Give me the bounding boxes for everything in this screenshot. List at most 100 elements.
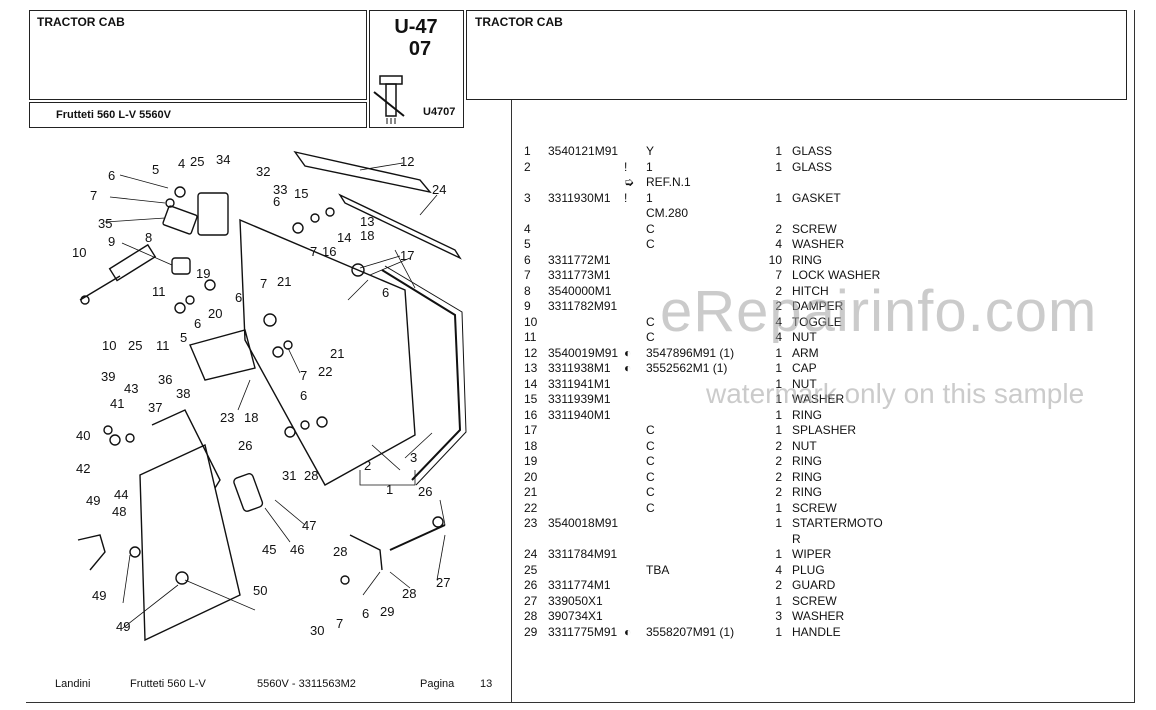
parts-cell-no: 28 xyxy=(524,609,538,623)
callout-7b: 7 xyxy=(310,244,317,259)
parts-cell-qty: 2 xyxy=(775,438,782,453)
parts-cell-desc: STARTERMOTO xyxy=(792,516,883,530)
callout-11b: 11 xyxy=(156,338,170,353)
parts-cell-pn: 339050X1 xyxy=(548,593,603,608)
parts-cell-rep: TBA xyxy=(646,562,670,577)
callout-5b: 5 xyxy=(180,330,187,345)
parts-cell-desc: WIPER xyxy=(792,547,832,561)
parts-cell-qty: 1 xyxy=(775,423,782,437)
callout-46: 46 xyxy=(290,542,304,557)
parts-cell-qty: 1 xyxy=(775,407,782,422)
parts-cell-qty: 1 xyxy=(775,624,782,639)
callout-40: 40 xyxy=(76,428,90,443)
callout-39: 39 xyxy=(101,369,115,384)
parts-cell-pn: 3311774M1 xyxy=(548,578,611,592)
parts-cell-no: 16 xyxy=(524,407,538,422)
parts-cell-qty: 4 xyxy=(775,330,782,344)
callout-6: 6 xyxy=(108,168,115,183)
callout-43: 43 xyxy=(124,381,138,396)
model-box xyxy=(29,102,367,128)
callout-6g: 6 xyxy=(362,606,369,621)
callout-33: 33 xyxy=(273,182,287,197)
callout-18: 18 xyxy=(360,228,374,243)
parts-cell-desc: GLASS xyxy=(792,144,833,158)
parts-cell-qty: 2 xyxy=(775,469,782,484)
parts-cell-no: 4 xyxy=(524,221,531,236)
parts-cell-desc: WASHER xyxy=(792,609,845,623)
callout-29: 29 xyxy=(380,604,394,619)
parts-cell-desc: NUT xyxy=(792,438,817,453)
parts-cell-mk: ◐ xyxy=(624,361,632,375)
callout-15: 15 xyxy=(294,186,308,201)
parts-cell-pn: 3311939M1 xyxy=(548,392,611,406)
parts-cell-no: 2 xyxy=(524,159,531,174)
callout-7e: 7 xyxy=(336,616,343,631)
bolt-icon xyxy=(373,75,405,124)
parts-cell-no: 6 xyxy=(524,252,531,267)
parts-cell-desc: DAMPER xyxy=(792,299,844,313)
parts-cell-desc: GASKET xyxy=(792,190,841,205)
callout-14: 14 xyxy=(337,230,351,245)
parts-cell-desc: HITCH xyxy=(792,283,829,298)
parts-cell-rep: 3552562M1 (1) xyxy=(646,361,728,375)
callout-25: 25 xyxy=(190,154,204,169)
parts-cell-no: 20 xyxy=(524,469,538,484)
parts-cell-pn: 3311775M91 xyxy=(548,624,618,639)
parts-cell-desc: CAP xyxy=(792,361,817,375)
parts-cell-desc: RING xyxy=(792,454,822,468)
callout-6e: 6 xyxy=(194,316,201,331)
parts-cell-no: 18 xyxy=(524,438,538,453)
callout-26b: 26 xyxy=(418,484,432,499)
parts-cell-qty: 2 xyxy=(775,283,782,298)
parts-cell-desc: SPLASHER xyxy=(792,423,857,437)
parts-cell-no: 23 xyxy=(524,516,538,530)
parts-cell-desc: NUT xyxy=(792,330,817,344)
parts-cell-desc: TOGGLE xyxy=(792,314,842,329)
callout-28c: 28 xyxy=(402,586,416,601)
callout-48: 48 xyxy=(112,504,126,519)
parts-cell-no: 17 xyxy=(524,423,538,437)
parts-cell-pn: 3311772M1 xyxy=(548,252,611,267)
parts-cell-rep: 3558207M91 (1) xyxy=(646,624,735,639)
parts-cell-no: 13 xyxy=(524,361,538,375)
parts-cell-qty: 1 xyxy=(775,159,782,174)
parts-cell-rep: C xyxy=(646,330,655,344)
callout-17: 17 xyxy=(400,248,414,263)
page-bottom-border xyxy=(26,702,1135,703)
parts-cell-rep: CM.280 xyxy=(646,206,689,220)
code-line2: 07 xyxy=(408,38,432,60)
callout-36: 36 xyxy=(158,372,172,387)
footer-model: Frutteti 560 L-V xyxy=(130,678,206,690)
parts-cell-rep: C xyxy=(646,438,655,453)
callout-7c: 7 xyxy=(260,276,267,291)
parts-cell-desc: PLUG xyxy=(792,562,825,577)
column-divider xyxy=(511,100,512,703)
parts-cell-rep: 1 xyxy=(646,159,653,174)
parts-cell-no: 12 xyxy=(524,345,538,360)
parts-cell-qty: 1 xyxy=(775,345,782,360)
parts-cell-qty: 2 xyxy=(775,485,782,499)
parts-cell-no: 5 xyxy=(524,237,531,251)
parts-cell-pn: 3540000M1 xyxy=(548,283,612,298)
parts-cell-rep: C xyxy=(646,454,655,468)
callout-42: 42 xyxy=(76,461,90,476)
parts-cell-qty: 3 xyxy=(775,609,782,623)
callout-50: 50 xyxy=(253,583,267,598)
footer-brand: Landini xyxy=(55,678,91,690)
parts-cell-qty: 2 xyxy=(775,454,782,468)
callout-31: 31 xyxy=(282,468,296,483)
watermark-sub: watermark only on this sample xyxy=(706,378,1085,409)
callout-49: 49 xyxy=(86,493,100,508)
parts-cell-no: 27 xyxy=(524,593,538,608)
parts-cell-pn: 3311938M1 xyxy=(548,361,611,375)
parts-cell-pn: 3311782M91 xyxy=(548,299,618,313)
parts-cell-rep: C xyxy=(646,469,655,484)
callout-27: 27 xyxy=(436,575,450,590)
parts-cell-qty: 4 xyxy=(775,237,782,251)
parts-cell-desc: SCREW xyxy=(792,500,837,515)
callout-9: 9 xyxy=(108,234,115,249)
callout-13: 13 xyxy=(360,214,374,229)
callout-28b: 28 xyxy=(333,544,347,559)
callout-28: 28 xyxy=(304,468,318,483)
parts-cell-desc: GUARD xyxy=(792,578,836,592)
